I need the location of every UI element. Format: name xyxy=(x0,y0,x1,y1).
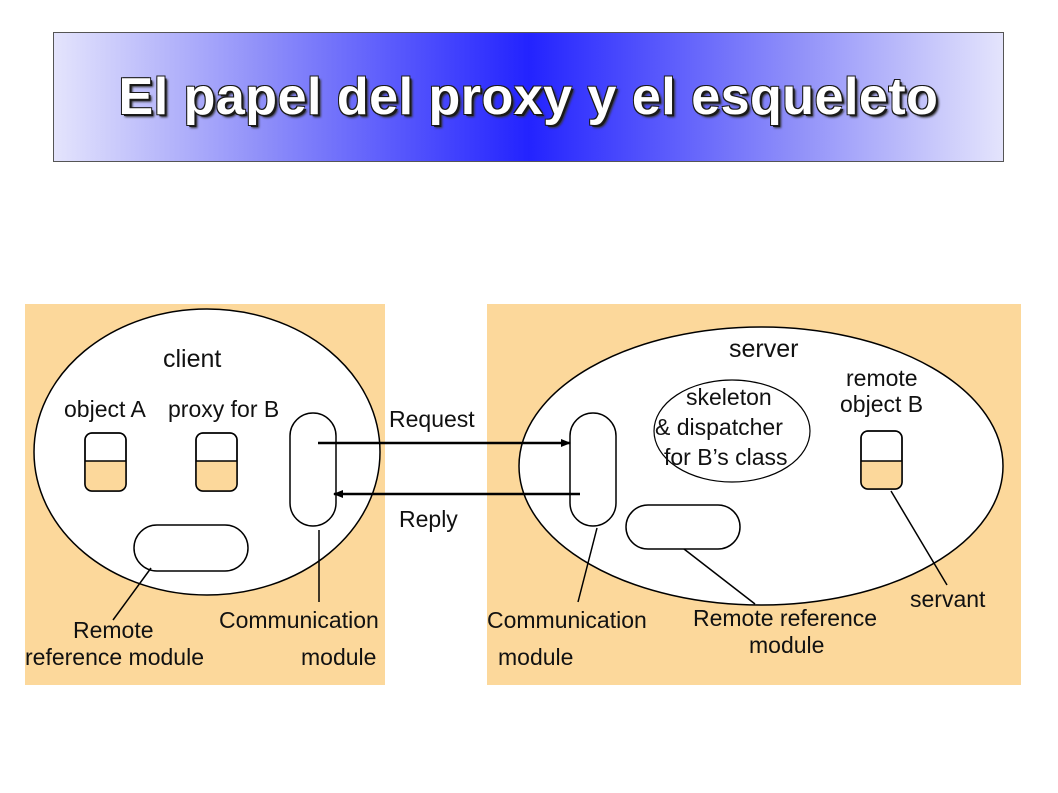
skeleton-label-line1: skeleton xyxy=(686,384,772,410)
server-comm-label-line2: module xyxy=(498,644,573,670)
remote-object-b xyxy=(860,430,903,490)
server-remote-ref-label-line2: module xyxy=(749,632,824,658)
server-communication-module xyxy=(569,412,617,527)
servant-label: servant xyxy=(910,586,986,612)
proxy-for-b xyxy=(195,432,238,492)
proxy-label: proxy for B xyxy=(168,396,279,422)
client-comm-label-line1: Communication xyxy=(219,607,379,633)
title-banner: El papel del proxy y el esqueleto xyxy=(53,32,1004,162)
skeleton-dispatcher xyxy=(653,379,811,483)
server-remote-ref-leader xyxy=(683,548,756,605)
client-remote-reference-module xyxy=(133,524,249,572)
object-a xyxy=(84,432,127,492)
server-comm-leader xyxy=(577,527,598,603)
client-remote-ref-leader xyxy=(112,567,152,621)
client-remote-ref-label-line1: Remote xyxy=(73,617,154,643)
request-label: Request xyxy=(389,406,475,432)
skeleton-label-line3: for B’s class xyxy=(664,444,788,470)
remote-object-label-line1: remote xyxy=(846,365,918,391)
client-remote-ref-label-line2: reference module xyxy=(25,644,204,670)
server-comm-label-line1: Communication xyxy=(487,607,647,633)
server-remote-reference-module xyxy=(625,504,741,550)
server-label: server xyxy=(729,335,798,363)
client-label: client xyxy=(163,345,221,373)
remote-object-label-line2: object B xyxy=(840,391,923,417)
reply-label: Reply xyxy=(399,506,458,532)
object-a-label: object A xyxy=(64,396,146,422)
client-comm-label-line2: module xyxy=(301,644,376,670)
server-remote-ref-label-line1: Remote reference xyxy=(693,605,877,631)
servant-leader xyxy=(890,490,948,586)
skeleton-label-line2: & dispatcher xyxy=(655,414,783,440)
client-communication-module xyxy=(289,412,337,527)
page-title: El papel del proxy y el esqueleto xyxy=(118,68,939,126)
